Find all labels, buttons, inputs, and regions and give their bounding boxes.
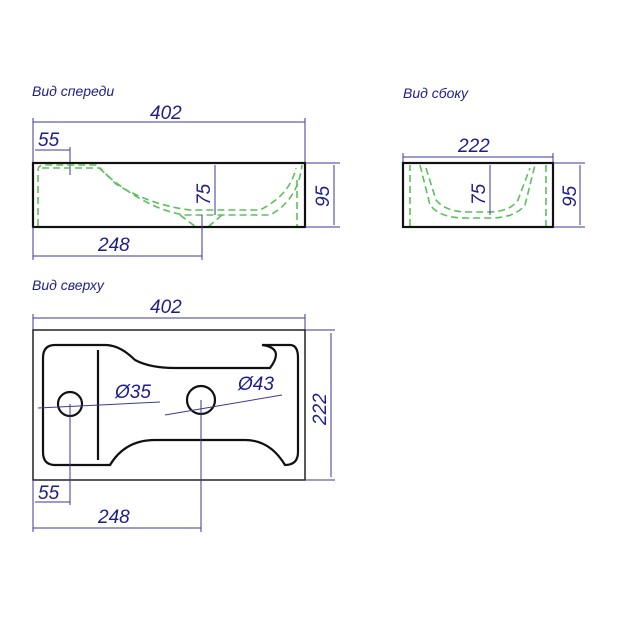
drain-hidden-line <box>179 180 298 228</box>
front-view: Вид спереди 402 55 75 95 248 <box>31 83 340 260</box>
top-outline <box>32 329 306 481</box>
side-view: Вид сбоку 222 75 95 <box>401 85 585 229</box>
front-view-title: Вид спереди <box>32 83 114 99</box>
top-depth-label: 222 <box>310 393 331 426</box>
side-view-title: Вид сбоку <box>403 85 469 101</box>
side-width-label: 222 <box>457 136 490 157</box>
side-outline <box>401 161 555 229</box>
leader-line <box>164 394 283 416</box>
front-drain-label: 248 <box>97 235 130 256</box>
top-view: Вид сверху 402 Ø35 Ø43 222 55 248 <box>32 277 335 532</box>
leader-line <box>37 401 161 409</box>
basin-hidden-line <box>37 164 303 226</box>
front-width-label: 402 <box>150 103 182 124</box>
hole-large-label: Ø43 <box>237 374 274 395</box>
hole-small-label: Ø35 <box>114 382 151 403</box>
basin-outline <box>41 343 300 467</box>
front-outline <box>31 161 307 229</box>
top-view-title: Вид сверху <box>32 277 105 293</box>
top-offset-label: 55 <box>38 483 60 504</box>
side-height-label: 95 <box>560 185 581 207</box>
front-height-label: 95 <box>313 185 334 207</box>
top-drain-label: 248 <box>97 507 130 528</box>
front-offset-label: 55 <box>38 130 60 151</box>
basin-hidden-line <box>42 167 297 211</box>
front-depth-label: 75 <box>194 183 215 205</box>
top-width-label: 402 <box>150 297 182 318</box>
side-depth-label: 75 <box>469 183 490 205</box>
